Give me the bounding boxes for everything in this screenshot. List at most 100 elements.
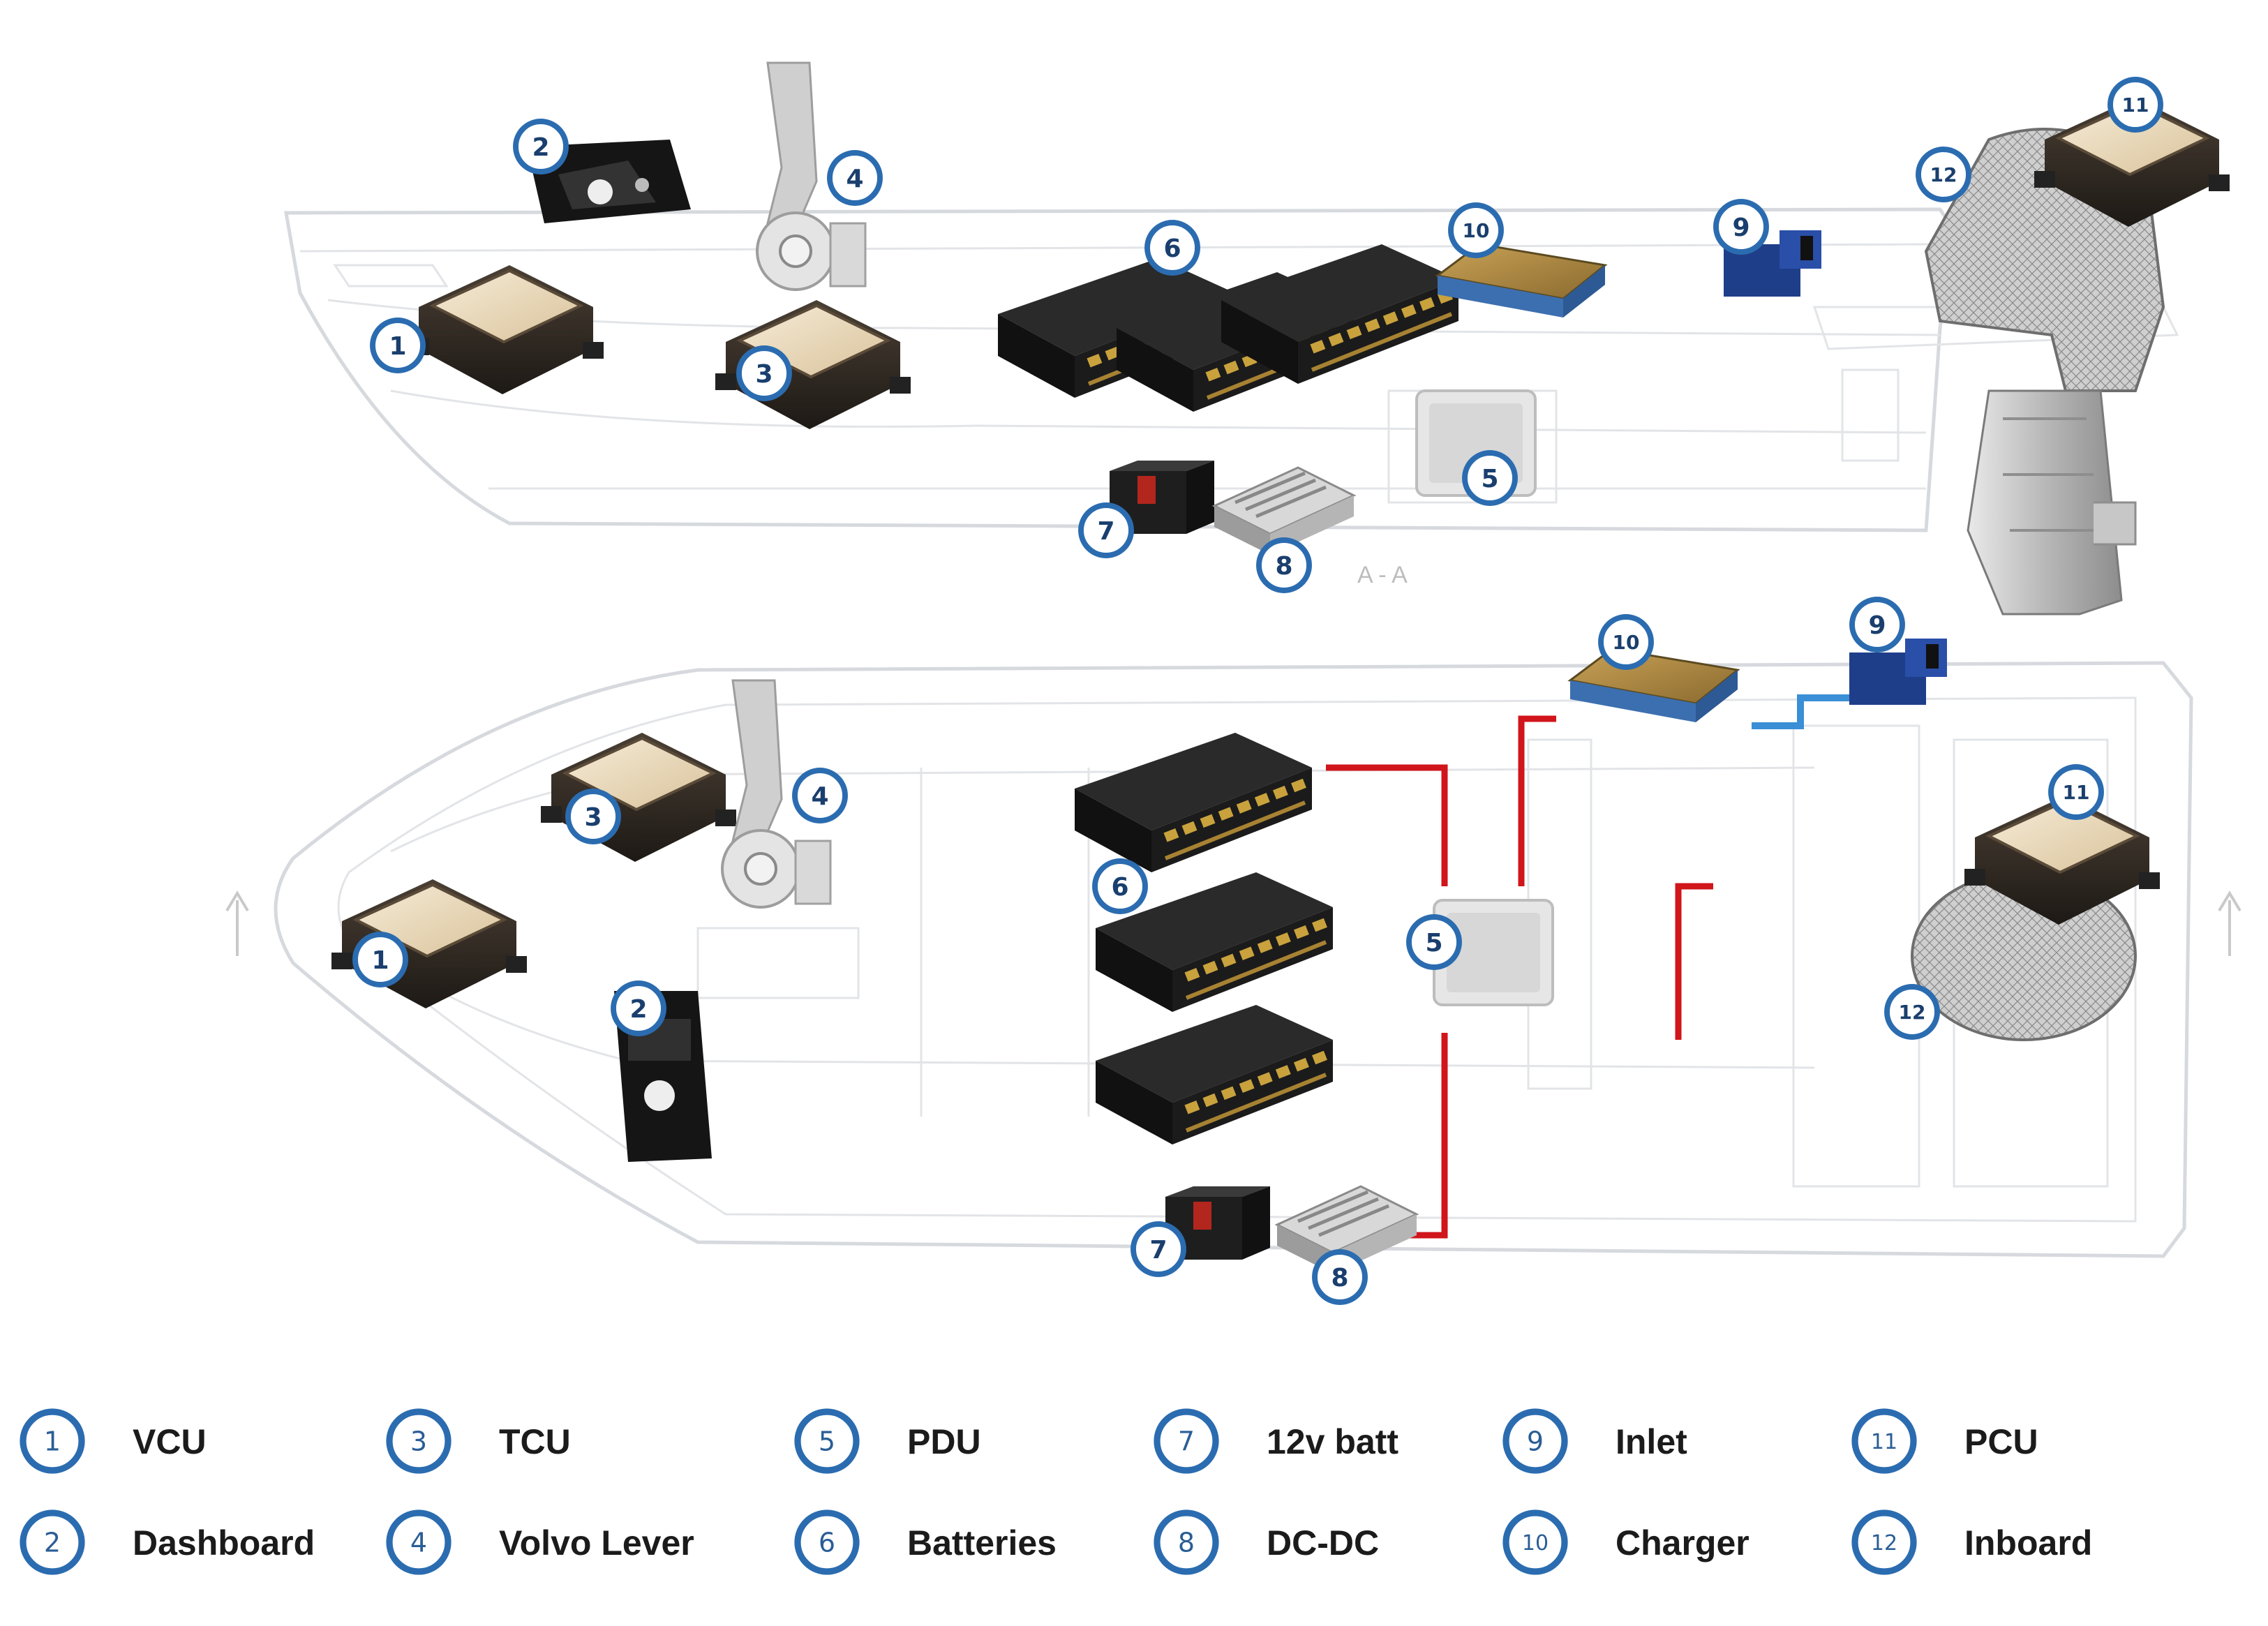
side-marker-2-ring [513,119,569,174]
hv-cables [1326,694,1856,1239]
side-marker-6-ring [1144,220,1200,276]
legend-marker-11: 11 [1851,1408,1917,1474]
plan-marker-3-number: 3 [584,803,602,832]
legend-marker-5-number: 5 [819,1426,835,1457]
plan-marker-10-ring [1598,614,1654,670]
plan-marker-9: 9 [1849,597,1905,652]
legend-marker-2-ring [20,1509,85,1575]
legend-label: Charger [1616,1523,1750,1562]
side-marker-10-ring [1448,202,1504,258]
legend-item-7: 7 12v batt [1154,1408,1398,1474]
plan-marker-2: 2 [611,980,666,1036]
side-marker-8-number: 8 [1275,552,1292,581]
side-marker-12-number: 12 [1930,163,1957,186]
plan-marker-1-ring [352,932,408,987]
side-marker-2: 2 [513,119,569,174]
legend-marker-11-ring [1851,1408,1917,1474]
legend-item-6: 6 Batteries [794,1509,1057,1575]
plan-marker-6-number: 6 [1111,873,1128,902]
plan-marker-3: 3 [565,789,621,844]
side-marker-7: 7 [1078,502,1134,558]
plan-marker-6: 6 [1092,858,1148,914]
plan-marker-10: 10 [1598,614,1654,670]
legend-label: DC-DC [1267,1523,1379,1562]
side-marker-4-ring [827,150,883,206]
legend-marker-1-ring [20,1408,85,1474]
charger-plan [1569,648,1739,724]
side-view: A - A [284,61,2231,616]
plan-marker-12: 12 [1884,984,1940,1040]
legend-marker-9-ring [1502,1408,1568,1474]
plan-marker-1-number: 1 [371,946,389,975]
legend-marker-5-ring [794,1408,860,1474]
legend-item-3: 3 TCU [386,1408,571,1474]
battery-packs-plan [1075,733,1333,1144]
side-marker-4: 4 [827,150,883,206]
legend-label: VCU [133,1422,207,1461]
legend-marker-3-number: 3 [410,1426,427,1457]
legend-marker-2: 2 [20,1509,85,1575]
direction-arrows [225,890,2241,956]
plan-marker-9-number: 9 [1868,611,1886,640]
side-marker-8-ring [1256,537,1312,593]
plan-marker-4-ring [792,768,848,823]
plan-marker-7: 7 [1131,1221,1186,1277]
legend-marker-8-number: 8 [1178,1528,1195,1558]
side-marker-7-ring [1078,502,1134,558]
vcu-module-side [407,264,605,396]
legend-item-4: 4 Volvo Lever [386,1509,694,1575]
plan-marker-6-ring [1092,858,1148,914]
side-marker-5-ring [1462,450,1518,506]
side-marker-9-ring [1713,199,1769,255]
legend-marker-3: 3 [386,1408,452,1474]
legend-label: Volvo Lever [499,1523,694,1562]
side-marker-9: 9 [1713,199,1769,255]
tcu-module-plan [539,731,738,863]
legend-label: PDU [907,1422,981,1461]
battery-packs-side [998,244,1458,412]
legend-label: TCU [499,1422,571,1461]
legend-marker-6-ring [794,1509,860,1575]
legend-marker-7-number: 7 [1178,1426,1195,1457]
legend-marker-6-number: 6 [819,1528,835,1558]
plan-marker-8: 8 [1312,1249,1368,1305]
legend-item-11: 11 PCU [1851,1408,2038,1474]
legend-marker-11-number: 11 [1871,1430,1897,1454]
side-marker-11-number: 11 [2122,94,2149,117]
legend-marker-1-number: 1 [44,1426,61,1457]
plan-marker-4-number: 4 [811,782,828,811]
legend-label: PCU [1964,1422,2038,1461]
legend-marker-8: 8 [1154,1509,1219,1575]
side-marker-12-ring [1916,147,1971,202]
legend-marker-9: 9 [1502,1408,1568,1474]
legend-marker-12: 12 [1851,1509,1917,1575]
side-marker-10-number: 10 [1463,219,1490,242]
plan-marker-11-ring [2048,764,2104,820]
legend-marker-6: 6 [794,1509,860,1575]
side-marker-6: 6 [1144,220,1200,276]
section-label: A - A [1357,562,1408,588]
legend-item-2: 2 Dashboard [20,1509,315,1575]
side-marker-5-number: 5 [1481,465,1498,493]
plan-marker-5-ring [1406,914,1462,970]
legend-label: Dashboard [133,1523,315,1562]
legend-marker-5: 5 [794,1408,860,1474]
legend-marker-10-ring [1502,1509,1568,1575]
side-marker-2-number: 2 [532,133,549,162]
plan-marker-7-ring [1131,1221,1186,1277]
plan-marker-3-ring [565,789,621,844]
plan-marker-8-ring [1312,1249,1368,1305]
legend-label: 12v batt [1267,1422,1398,1461]
legend-marker-3-ring [386,1408,452,1474]
legend-marker-9-number: 9 [1527,1426,1544,1457]
legend-marker-4-number: 4 [410,1528,427,1558]
legend-label: Batteries [907,1523,1057,1562]
side-marker-11-ring [2107,77,2163,133]
side-marker-12: 12 [1916,147,1971,202]
legend-label: Inlet [1616,1422,1687,1461]
legend-marker-4: 4 [386,1509,452,1575]
charge-cable [1752,694,1856,729]
